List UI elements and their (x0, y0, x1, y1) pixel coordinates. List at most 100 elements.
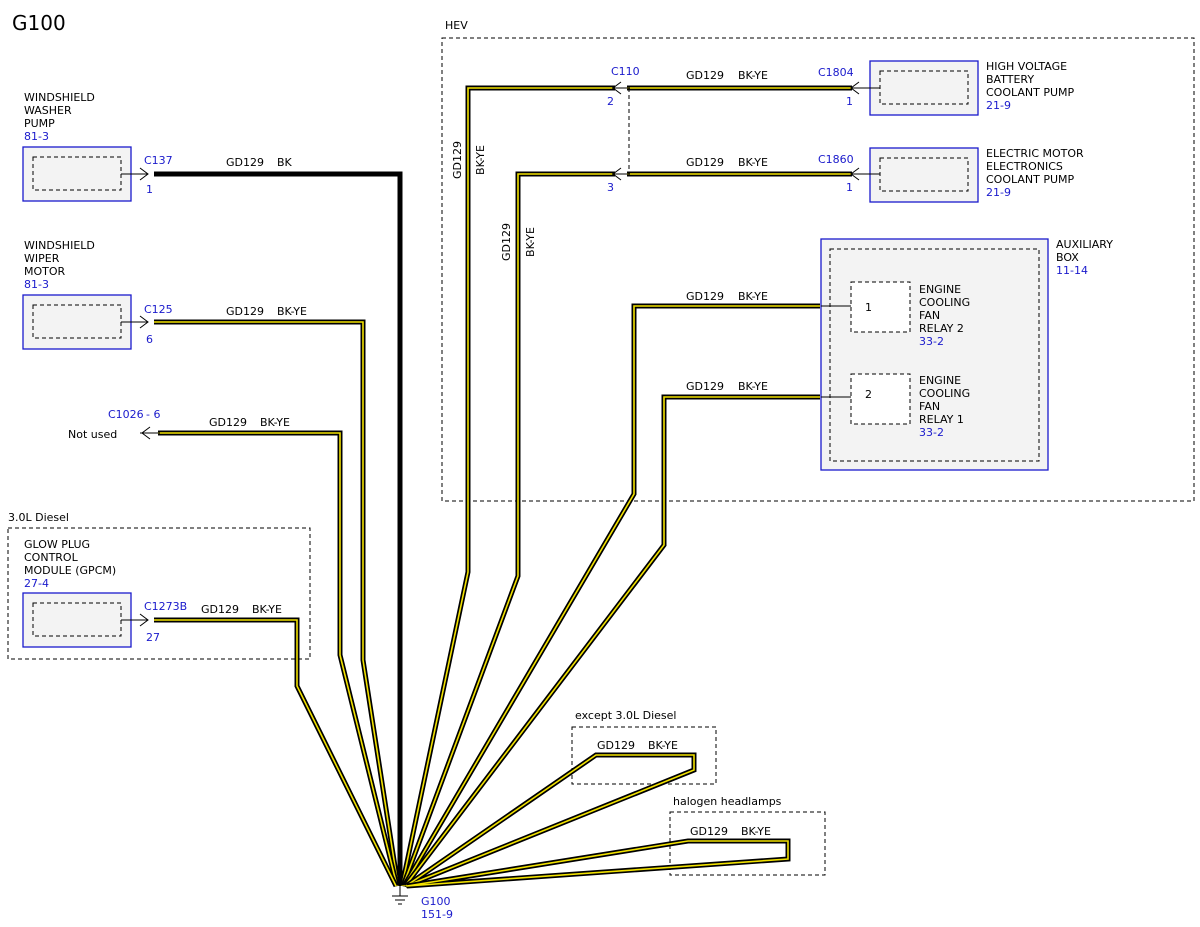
washer-pump-name-1: WINDSHIELD (24, 91, 95, 104)
em-wire-color: BK-YE (738, 156, 768, 169)
c110-label[interactable]: C110 (611, 65, 640, 78)
not-used-wire-color: BK-YE (260, 416, 290, 429)
relay-2-wire-circuit: GD129 (686, 290, 724, 303)
washer-pump-inner (32, 156, 122, 191)
wire-except-diesel (405, 754, 695, 887)
em-pump-ref[interactable]: 21-9 (986, 186, 1011, 199)
aux-box-ref[interactable]: 11-14 (1056, 264, 1088, 277)
gpcm-wire-circuit: GD129 (201, 603, 239, 616)
gpcm-ref[interactable]: 27-4 (24, 577, 49, 590)
c110-pin-3: 3 (607, 181, 614, 194)
c110-connector[interactable]: C110 2 3 (607, 65, 640, 194)
relay-1-name-1: ENGINE (919, 374, 961, 387)
ground-g100[interactable]: G100 151-9 (392, 886, 453, 921)
wire-washer-pump (154, 171, 403, 886)
gpcm-wire-color: BK-YE (252, 603, 282, 616)
washer-pump[interactable]: WINDSHIELD WASHER PUMP 81-3 C137 1 GD129… (22, 91, 293, 202)
relay-1-name-3: FAN (919, 400, 940, 413)
except-diesel-group-box (571, 726, 717, 785)
diesel-group-box (7, 527, 311, 660)
not-used-label: Not used (68, 428, 117, 441)
wiper-motor-ref[interactable]: 81-3 (24, 278, 49, 291)
wiper-wire-circuit: GD129 (226, 305, 264, 318)
relay-1-wire-color: BK-YE (738, 380, 768, 393)
halogen-wire-circuit: GD129 (690, 825, 728, 838)
gpcm-name-1: GLOW PLUG (24, 538, 90, 551)
relay-2-name-2: COOLING (919, 296, 970, 309)
page-title: G100 (12, 11, 66, 35)
pin-arrow-icon (121, 613, 149, 627)
c1273b-connector[interactable]: C1273B (144, 600, 187, 613)
gpcm-inner (32, 602, 122, 637)
relay-1-pin: 2 (865, 388, 872, 401)
wiper-motor-inner (32, 304, 122, 339)
washer-wire-circuit: GD129 (226, 156, 264, 169)
relay-2-name-4: RELAY 2 (919, 322, 964, 335)
em-coolant-pump[interactable]: ELECTRIC MOTOR ELECTRONICS COOLANT PUMP … (686, 147, 1084, 203)
wire-em-pump (402, 173, 615, 887)
hev-group-box (441, 37, 1195, 502)
relay-1-ref[interactable]: 33-2 (919, 426, 944, 439)
wiper-motor[interactable]: WINDSHIELD WIPER MOTOR 81-3 C125 6 GD129… (22, 239, 307, 350)
wire-gpcm (154, 619, 397, 887)
c1273b-pin: 27 (146, 631, 160, 644)
em-pump-inner (879, 157, 969, 192)
relay-1[interactable]: 2 ENGINE COOLING FAN RELAY 1 33-2 GD129 … (686, 373, 970, 439)
c1026-pin: - 6 (146, 408, 160, 421)
relay-1-wire-circuit: GD129 (686, 380, 724, 393)
em-wire-circuit: GD129 (686, 156, 724, 169)
pin-arrow-icon (121, 315, 149, 329)
c1804-connector[interactable]: C1804 (818, 66, 854, 79)
em-vertical-color: BK-YE (524, 227, 537, 257)
pin-arrow-icon (140, 426, 160, 440)
c1860-pin: 1 (846, 181, 853, 194)
washer-pump-name-2: WASHER (24, 104, 72, 117)
washer-pump-ref[interactable]: 81-3 (24, 130, 49, 143)
em-pump-name-2: ELECTRONICS (986, 160, 1063, 173)
relay-2-name-1: ENGINE (919, 283, 961, 296)
c1860-connector[interactable]: C1860 (818, 153, 854, 166)
relay-2[interactable]: 1 ENGINE COOLING FAN RELAY 2 33-2 GD129 … (686, 281, 970, 348)
ground-name[interactable]: G100 (421, 895, 451, 908)
relay-2-wire-color: BK-YE (738, 290, 768, 303)
auxiliary-box[interactable]: AUXILIARY BOX 11-14 1 ENGINE COOLING FAN… (686, 238, 1113, 471)
hv-wire-circuit: GD129 (686, 69, 724, 82)
relay-1-symbol (850, 373, 911, 425)
wiper-motor-name-3: MOTOR (24, 265, 66, 278)
pin-arrow-icon (612, 81, 630, 95)
wire-relay2 (403, 305, 820, 887)
gpcm-name-3: MODULE (GPCM) (24, 564, 116, 577)
relay-2-symbol (850, 281, 911, 333)
wire-relay1 (404, 396, 820, 887)
wire-hv-pump (401, 87, 615, 887)
hv-wire-color: BK-YE (738, 69, 768, 82)
wiper-wire-color: BK-YE (277, 305, 307, 318)
washer-pump-name-3: PUMP (24, 117, 55, 130)
wires (154, 85, 852, 889)
c1026-connector[interactable]: C1026 (108, 408, 144, 421)
not-used-connector[interactable]: C1026 - 6 Not used GD129 BK-YE (68, 408, 290, 441)
washer-wire-color: BK (277, 156, 293, 169)
pin-arrow-icon (612, 167, 630, 181)
ground-ref[interactable]: 151-9 (421, 908, 453, 921)
gpcm-name-2: CONTROL (24, 551, 79, 564)
relay-2-ref[interactable]: 33-2 (919, 335, 944, 348)
c137-connector[interactable]: C137 (144, 154, 173, 167)
c110-pin-2: 2 (607, 95, 614, 108)
c125-pin: 6 (146, 333, 153, 346)
relay-1-name-2: COOLING (919, 387, 970, 400)
gpcm[interactable]: GLOW PLUG CONTROL MODULE (GPCM) 27-4 C12… (22, 538, 282, 648)
halogen-group-label: halogen headlamps (673, 795, 782, 808)
except-diesel-group-label: except 3.0L Diesel (575, 709, 676, 722)
c137-pin: 1 (146, 183, 153, 196)
hv-pump-name-2: BATTERY (986, 73, 1034, 86)
c125-connector[interactable]: C125 (144, 303, 173, 316)
hv-vertical-circuit: GD129 (451, 141, 464, 179)
hv-coolant-pump[interactable]: HIGH VOLTAGE BATTERY COOLANT PUMP 21-9 C… (686, 60, 1075, 116)
hev-group-label: HEV (445, 19, 468, 32)
except-diesel-wire-circuit: GD129 (597, 739, 635, 752)
halogen-wire-color: BK-YE (741, 825, 771, 838)
hv-pump-ref[interactable]: 21-9 (986, 99, 1011, 112)
aux-box-name-2: BOX (1056, 251, 1079, 264)
